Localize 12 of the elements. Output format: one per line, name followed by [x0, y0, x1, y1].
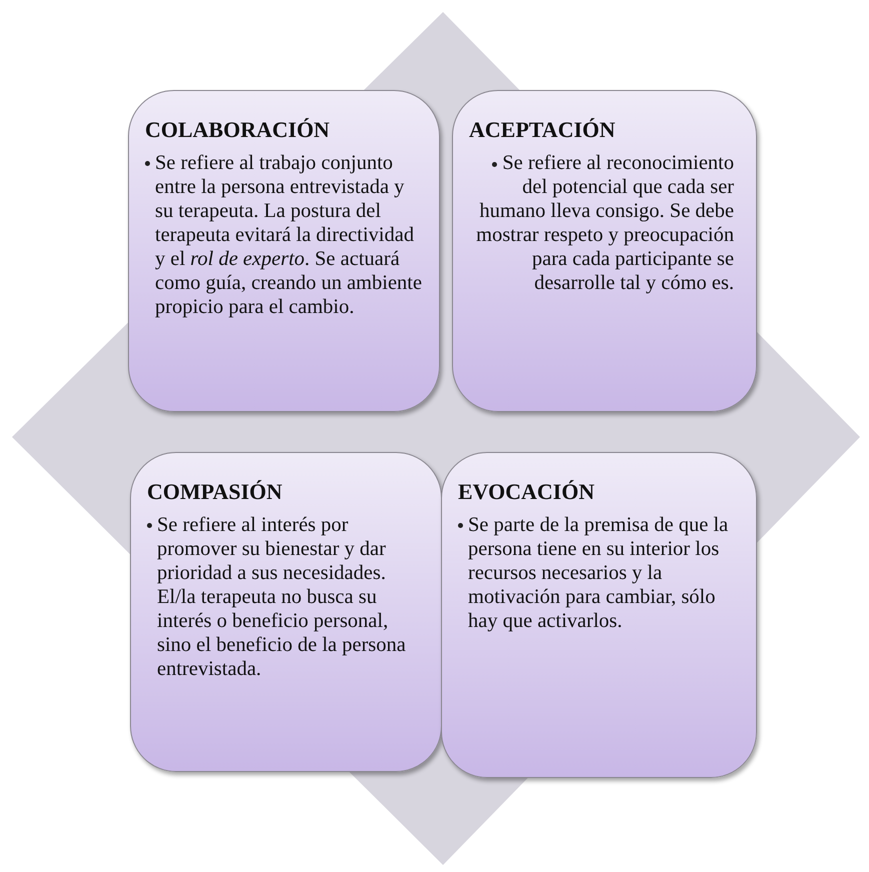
- card-heading: COMPASIÓN: [147, 479, 282, 505]
- quadrant-card: [452, 90, 757, 412]
- quadrant-card: [441, 452, 757, 778]
- bullet-text: Se parte de la premisa de que la persona tiene en su interior los recursos necesarios y la motivación para cambiar, sólo hay que activarlos.: [458, 513, 740, 633]
- card-heading: EVOCACIÓN: [458, 479, 594, 505]
- card-heading: COLABORACIÓN: [145, 117, 330, 143]
- bullet-text: Se refiere al interés por promover su bienestar y dar prioridad a sus necesidades. El/la terapeuta no busca su interés o beneficio personal, sino el beneficio de la persona entrevistada.: [147, 513, 425, 681]
- bullet-text: Se refiere al reconocimiento del potencial que cada ser humano lleva consigo. Se debe mostrar respeto y preocupación para cada participante se desarrolle tal y cómo es.: [475, 151, 734, 295]
- card-heading: ACEPTACIÓN: [469, 117, 616, 143]
- quadrant-card: [128, 90, 440, 412]
- bullet-text: Se refiere al trabajo conjunto entre la persona entrevistada y su terapeuta. La postura del terapeuta evitará la directividad y el rol de experto. Se actuará como guía, creando un ambiente propicio para el cambio.: [145, 151, 423, 319]
- quadrant-card: [130, 452, 442, 772]
